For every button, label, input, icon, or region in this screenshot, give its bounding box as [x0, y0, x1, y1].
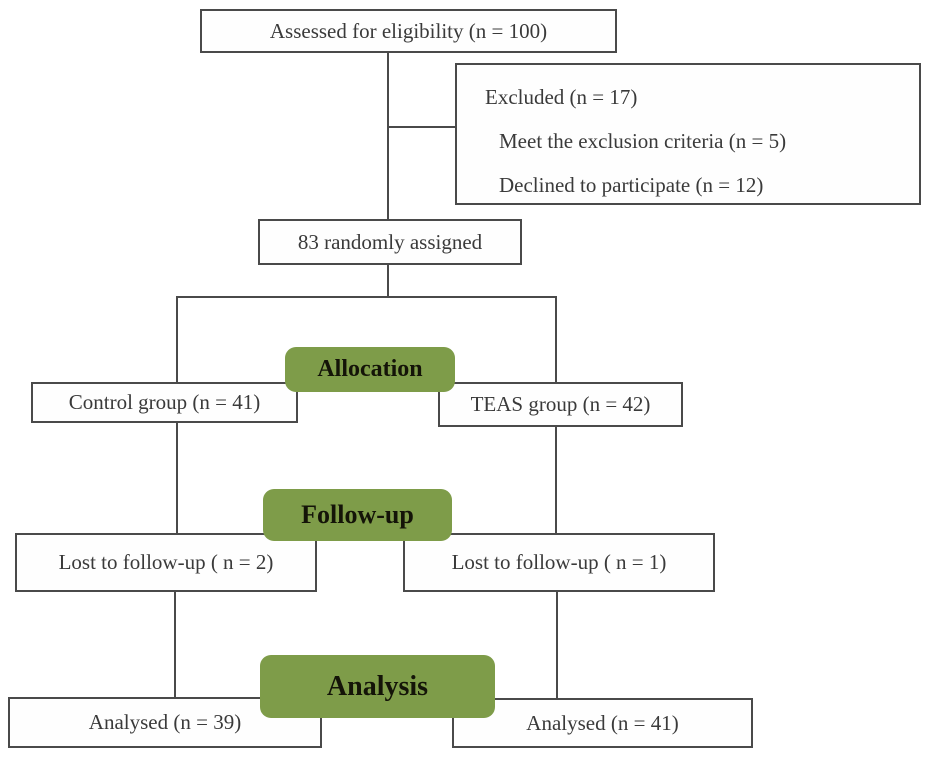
assessed-eligibility-box: Assessed for eligibility (n = 100) [200, 9, 617, 53]
lost-followup-control-box: Lost to follow-up ( n = 2) [15, 533, 317, 592]
control-group-label: Control group (n = 41) [68, 390, 261, 414]
connector-randomized-to-split [387, 265, 389, 296]
analysis-stage-badge: Analysis [260, 655, 495, 718]
connector-lost-to-analysed-teas [556, 592, 558, 698]
followup-stage-badge: Follow-up [263, 489, 452, 541]
connector-lost-to-analysed-control [174, 592, 176, 697]
lost-followup-teas-label: Lost to follow-up ( n = 1) [451, 550, 667, 574]
lost-followup-teas-box: Lost to follow-up ( n = 1) [403, 533, 715, 592]
assessed-eligibility-label: Assessed for eligibility (n = 100) [269, 18, 548, 43]
analysed-control-label: Analysed (n = 39) [88, 710, 242, 734]
followup-stage-label: Follow-up [301, 500, 414, 529]
analysed-teas-box: Analysed (n = 41) [452, 698, 753, 748]
teas-group-box: TEAS group (n = 42) [438, 382, 683, 427]
control-group-box: Control group (n = 41) [31, 382, 298, 423]
excluded-reason-declined: Declined to participate (n = 12) [499, 173, 764, 197]
connector-branch-to-excluded [388, 126, 455, 128]
randomized-box: 83 randomly assigned [258, 219, 522, 265]
connector-split-to-teas [555, 296, 557, 382]
excluded-reason-criteria: Meet the exclusion criteria (n = 5) [499, 129, 787, 153]
analysed-teas-label: Analysed (n = 41) [526, 710, 679, 735]
excluded-box: Excluded (n = 17) Meet the exclusion cri… [455, 63, 921, 205]
analysis-stage-label: Analysis [326, 670, 429, 702]
lost-followup-control-label: Lost to follow-up ( n = 2) [58, 550, 274, 574]
randomized-label: 83 randomly assigned [297, 229, 483, 254]
teas-group-label: TEAS group (n = 42) [470, 392, 651, 416]
connector-teas-to-lost [555, 427, 557, 533]
allocation-stage-badge: Allocation [285, 347, 455, 392]
allocation-stage-label: Allocation [317, 356, 423, 382]
excluded-title: Excluded (n = 17) [485, 85, 638, 109]
connector-split-horizontal [176, 296, 557, 298]
connector-assessed-to-randomized [387, 53, 389, 219]
connector-split-to-control [176, 296, 178, 382]
connector-control-to-lost [176, 423, 178, 533]
